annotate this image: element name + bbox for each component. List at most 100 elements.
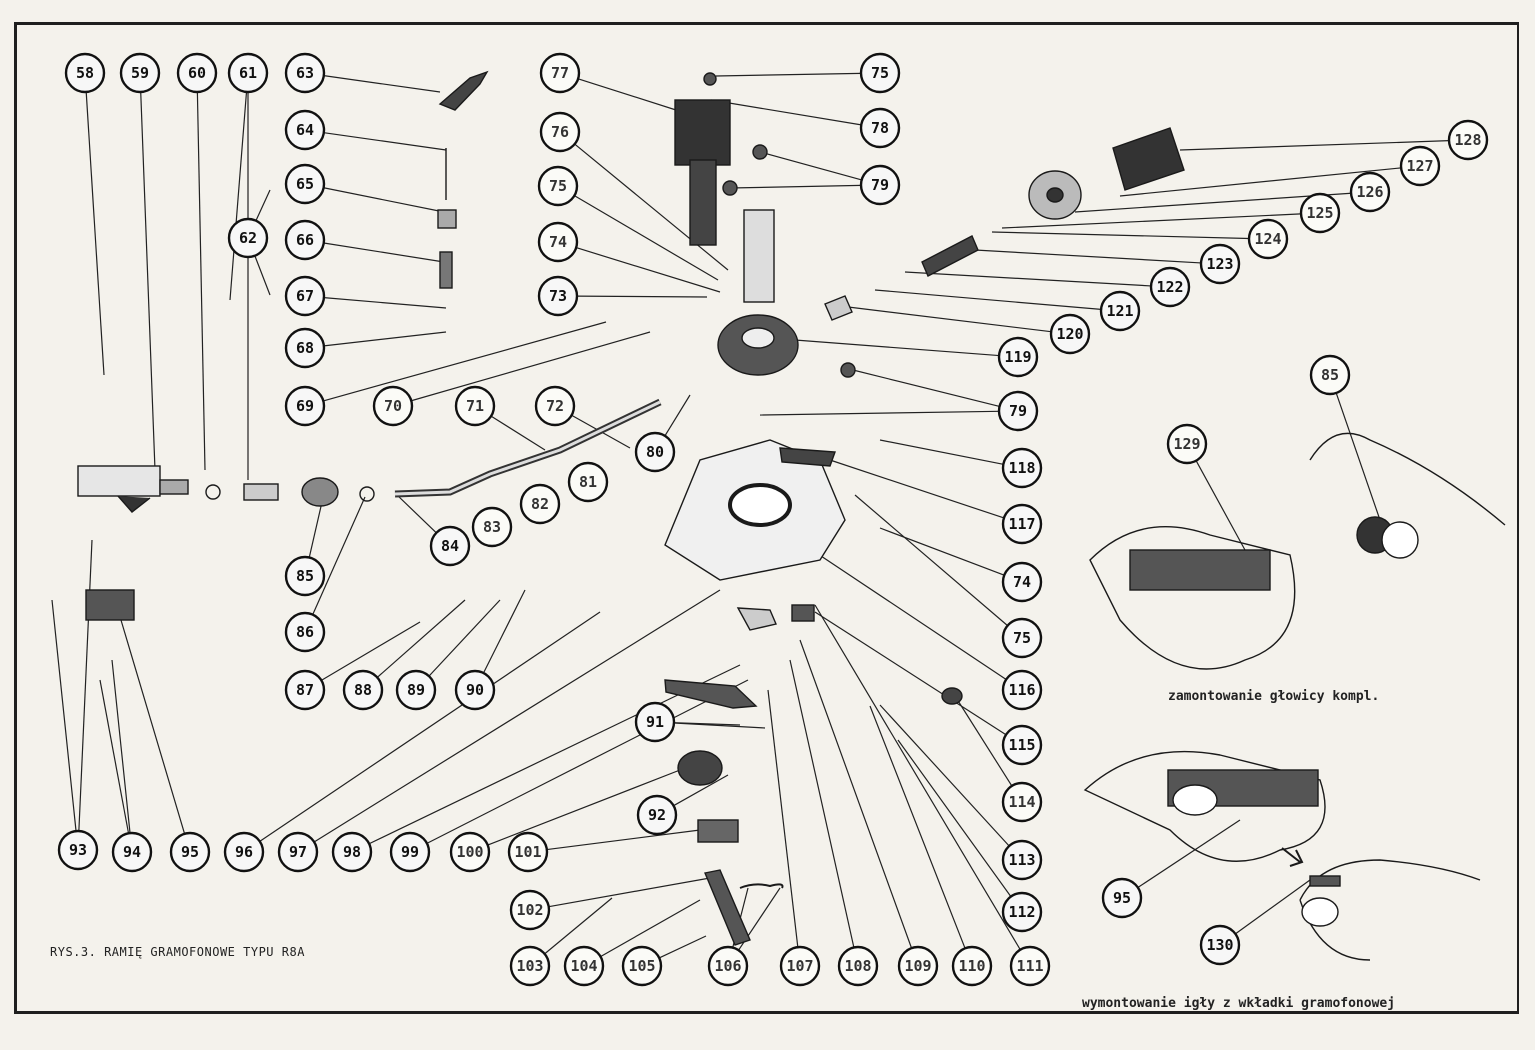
callout-label: 77 (551, 64, 569, 82)
callout-circle (1009, 945, 1051, 987)
leader-lines (51, 72, 1450, 959)
hand-outline (1083, 750, 1326, 862)
removal-arrow (1281, 847, 1304, 867)
callout-label: 96 (235, 843, 253, 861)
callout-label: 60 (188, 64, 206, 82)
lift-spring (439, 251, 453, 289)
callout-120: 120 (1049, 313, 1091, 355)
pivot-nut (722, 180, 738, 196)
leader-line (85, 91, 105, 376)
parts-drawing (77, 70, 1506, 961)
callout-label: 94 (123, 843, 141, 861)
callout-label: 111 (1016, 957, 1043, 975)
callout-69: 69 (284, 385, 326, 427)
callout-72: 72 (534, 385, 576, 427)
lift-motor (677, 750, 723, 786)
callout-circle (284, 163, 326, 205)
leader-line (574, 195, 719, 281)
callout-label: 109 (904, 957, 931, 975)
callout-label: 116 (1008, 681, 1035, 699)
leader-line (323, 331, 447, 347)
callout-label: 72 (546, 397, 564, 415)
callout-label: 98 (343, 843, 361, 861)
callout-circle (539, 111, 581, 153)
leader-line (312, 496, 366, 615)
leader-line (1137, 819, 1241, 889)
callout-circle (519, 483, 561, 525)
callout-circle (277, 831, 319, 873)
callout-circle (1399, 145, 1441, 187)
callout-label: 103 (516, 957, 543, 975)
callout-92: 92 (636, 794, 678, 836)
callout-circle (1001, 503, 1043, 545)
callout-101: 101 (507, 831, 549, 873)
leader-line (673, 774, 729, 807)
base-plate-ring (728, 483, 792, 527)
leader-line (490, 415, 546, 451)
callout-circle (897, 945, 939, 987)
leader-line (255, 189, 271, 221)
callout-label: 121 (1106, 302, 1133, 320)
head-shell (77, 465, 161, 497)
callout-circle (471, 506, 513, 548)
callout-64: 64 (284, 109, 326, 151)
head-connector (243, 483, 279, 501)
leader-line (321, 621, 421, 681)
callout-circle (1049, 313, 1091, 355)
callout-106: 106 (707, 945, 749, 987)
callout-label: 124 (1254, 230, 1281, 248)
leader-line (428, 599, 501, 677)
leader-line (111, 659, 131, 834)
callout-121: 121 (1099, 290, 1141, 332)
callout-79: 79 (997, 390, 1039, 432)
callout-104: 104 (563, 945, 605, 987)
callout-74: 74 (537, 221, 579, 263)
callout-68: 68 (284, 327, 326, 369)
counterweight-drum (1112, 127, 1185, 191)
callout-75: 75 (859, 52, 901, 94)
callout-label: 81 (579, 473, 597, 491)
callout-circle (1001, 669, 1043, 711)
callout-label: 73 (549, 287, 567, 305)
callout-label: 125 (1306, 204, 1333, 222)
callout-label: 69 (296, 397, 314, 415)
leader-line (1235, 879, 1311, 935)
leader-line (196, 91, 206, 471)
leader-line (99, 679, 130, 834)
pivot-arm (689, 159, 717, 246)
callout-114: 114 (1001, 781, 1043, 823)
callout-label: 105 (628, 957, 655, 975)
callout-58: 58 (64, 52, 106, 94)
callout-circle (1001, 617, 1043, 659)
callout-circle (64, 52, 106, 94)
callout-circle (454, 669, 496, 711)
callout-97: 97 (277, 831, 319, 873)
callout-circle (223, 831, 265, 873)
callout-label: 68 (296, 339, 314, 357)
callout-85: 85 (1309, 354, 1351, 396)
callout-circle (284, 219, 326, 261)
callout-circle (837, 945, 879, 987)
pivot-nut (703, 72, 717, 86)
pivot-collar-hole (741, 327, 775, 349)
callout-127: 127 (1399, 145, 1441, 187)
leader-line (814, 611, 1007, 736)
callout-118: 118 (1001, 447, 1043, 489)
leader-line (323, 75, 441, 93)
callout-label: 101 (514, 843, 541, 861)
figure-caption: RYS.3. RAMIĘ GRAMOFONOWE TYPU R8A (50, 945, 305, 959)
callout-label: 85 (1321, 366, 1339, 384)
tonearm-tube-core (394, 400, 661, 496)
callout-label: 75 (549, 177, 567, 195)
cartridge (85, 589, 135, 621)
callout-84: 84 (429, 525, 471, 567)
callout-119: 119 (997, 336, 1039, 378)
callout-93: 93 (57, 829, 99, 871)
o-ring (205, 484, 221, 500)
leader-line (313, 589, 721, 843)
counterweight-ring (301, 477, 339, 507)
callout-label: 84 (441, 537, 459, 555)
callout-label: 110 (958, 957, 985, 975)
leader-line (974, 249, 1202, 264)
